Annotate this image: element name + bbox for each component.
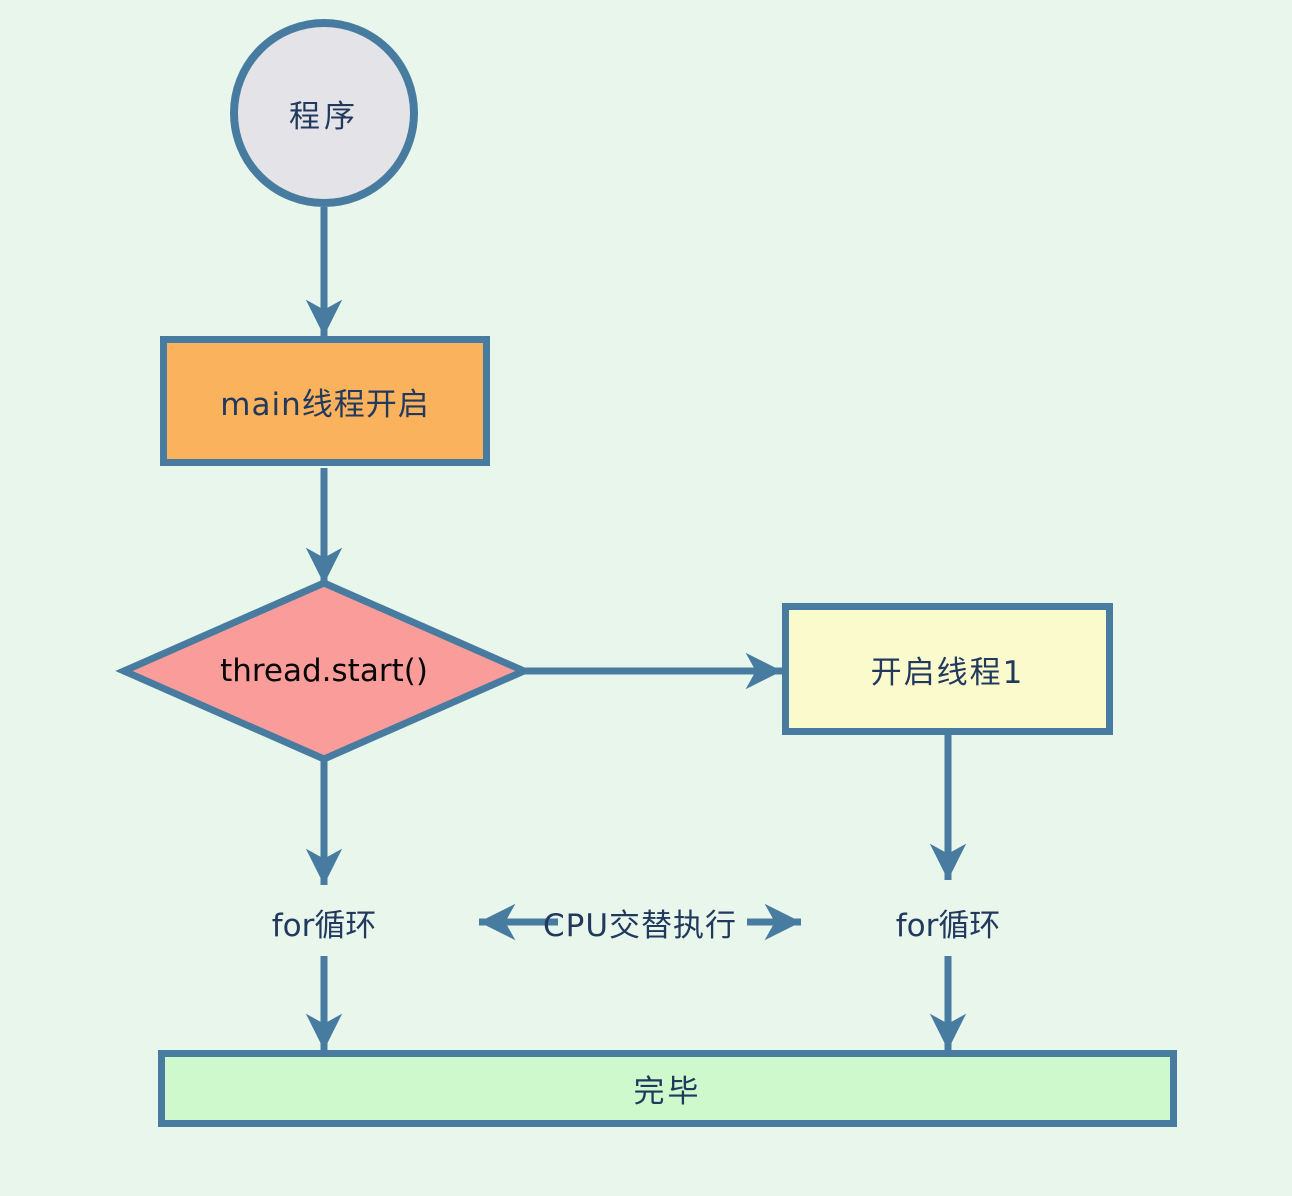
done-node: 完毕 (158, 1050, 1177, 1127)
decision-label: thread.start() (220, 653, 428, 689)
main-thread-node: main线程开启 (160, 336, 490, 466)
decision-diamond (115, 579, 533, 763)
start-node: 程序 (230, 19, 418, 207)
main-thread-label: main线程开启 (220, 386, 430, 423)
cpu-alternate-label: CPU交替执行 (510, 897, 770, 947)
for-loop-right-label: for循环 (848, 897, 1048, 947)
decision-node: thread.start() (154, 601, 494, 741)
for-loop-left-label: for循环 (224, 897, 424, 947)
for-loop-right-text: for循环 (895, 907, 1001, 944)
for-loop-left-text: for循环 (271, 907, 377, 944)
thread1-label: 开启线程1 (870, 654, 1025, 691)
cpu-alternate-text: CPU交替执行 (542, 907, 738, 944)
start-node-label: 程序 (289, 98, 359, 135)
thread1-node: 开启线程1 (782, 603, 1113, 735)
done-label: 完毕 (633, 1074, 702, 1110)
